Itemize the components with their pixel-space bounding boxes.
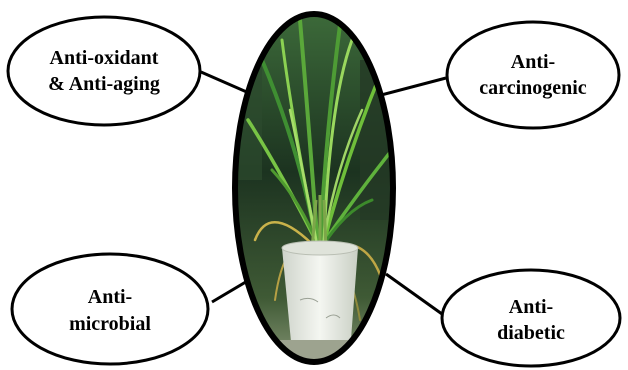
- bubble-antioxidant-line2: & Anti-aging: [48, 73, 160, 95]
- bubble-anticarcinogenic: Anti- carcinogenic: [447, 22, 619, 128]
- center-plant-image: [230, 10, 400, 370]
- bubble-anticarcinogenic-line1: Anti-: [511, 51, 555, 73]
- bubble-antimicrobial-line1: Anti-: [88, 286, 132, 308]
- bubble-antidiabetic: Anti- diabetic: [442, 270, 620, 366]
- bubble-antimicrobial-line2: microbial: [69, 313, 151, 335]
- bubble-antidiabetic-line1: Anti-: [509, 296, 553, 318]
- connector-antidiabetic: [386, 274, 442, 314]
- bubble-antidiabetic-line2: diabetic: [497, 322, 565, 344]
- bubble-antimicrobial: Anti- microbial: [12, 254, 208, 364]
- bubble-antioxidant-line1: Anti-oxidant: [50, 47, 159, 69]
- bubble-antioxidant: Anti-oxidant & Anti-aging: [8, 17, 200, 125]
- bubble-anticarcinogenic-line2: carcinogenic: [479, 77, 587, 99]
